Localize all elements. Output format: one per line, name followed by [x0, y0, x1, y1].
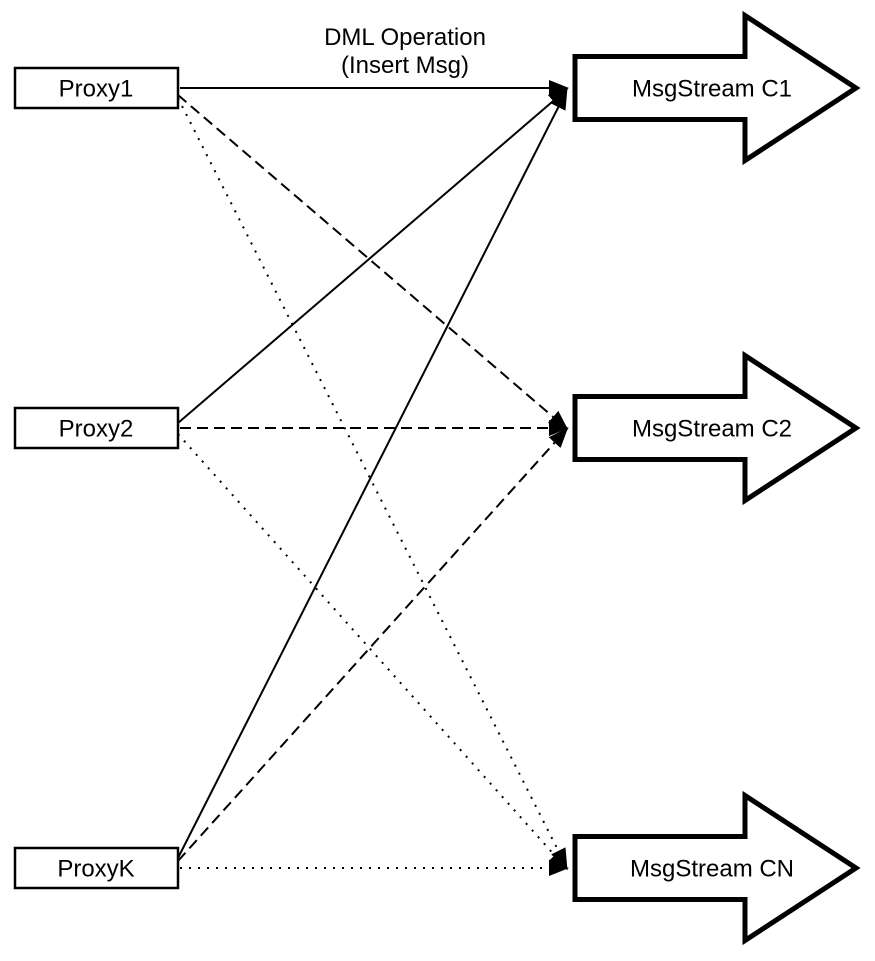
connection-proxyk-c2-dashed	[177, 427, 569, 862]
msgstream-c1-arrow-shape	[572, 10, 861, 166]
connection-proxy1-c2-dashed	[177, 94, 569, 430]
msgstream-cn-node: MsgStream CN	[572, 790, 861, 946]
proxy2-box	[13, 406, 180, 450]
dml-operation-label: DML Operation (Insert Msg)	[324, 24, 486, 79]
proxy1-node: Proxy1	[13, 66, 180, 110]
msgstream-cn-arrow-shape	[572, 790, 861, 946]
dml-operation-label-line2: (Insert Msg)	[341, 52, 469, 79]
proxyk-label: ProxyK	[57, 856, 134, 883]
msgstream-cn-label: MsgStream CN	[630, 856, 794, 883]
proxyk-box	[13, 846, 180, 890]
proxy2-label: Proxy2	[59, 416, 134, 443]
dml-operation-label-line1: DML Operation	[324, 24, 486, 51]
connection-proxyk-c1-solid	[177, 89, 568, 859]
msgstream-c2-node: MsgStream C2	[572, 350, 861, 506]
proxy1-box	[13, 66, 180, 110]
proxyk-node: ProxyK	[13, 846, 180, 890]
proxy2-node: Proxy2	[13, 406, 180, 450]
connection-proxy1-cn-dotted	[177, 97, 568, 869]
msgstream-c1-label: MsgStream C1	[632, 76, 792, 103]
msgstream-c2-arrow-shape	[572, 350, 861, 506]
connection-proxy2-c1-solid	[177, 88, 569, 424]
connections	[177, 80, 569, 876]
proxy1-label: Proxy1	[59, 76, 134, 103]
msgstream-c1-node: MsgStream C1	[572, 10, 861, 166]
connection-proxy2-cn-dotted	[177, 433, 568, 871]
msgstream-c2-label: MsgStream C2	[632, 416, 792, 443]
